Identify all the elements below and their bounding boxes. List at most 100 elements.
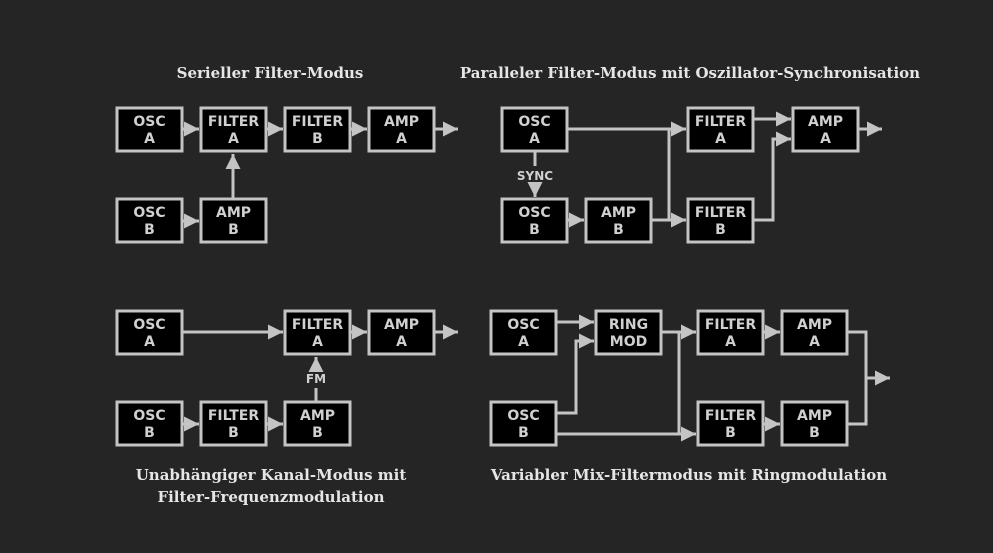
block-frame — [115, 106, 184, 153]
block-label: A — [518, 334, 529, 350]
block-frame — [780, 400, 849, 447]
block-frame — [686, 197, 755, 244]
block-frame — [283, 309, 352, 356]
block-label: FILTER — [695, 205, 746, 221]
block-frame — [500, 106, 569, 153]
block-frame — [115, 400, 184, 447]
block-label: A — [396, 131, 407, 147]
block-label: AMP — [384, 114, 419, 130]
block-label: OSC — [507, 317, 539, 333]
block-frame — [283, 106, 352, 153]
block-frame — [500, 197, 569, 244]
block-frame — [283, 400, 352, 447]
block-frame — [115, 197, 184, 244]
block-label: A — [228, 131, 239, 147]
block-label: A — [809, 334, 820, 350]
block-frame — [686, 106, 755, 153]
block-frame — [115, 309, 184, 356]
block-label: AMP — [384, 317, 419, 333]
block-frame — [780, 309, 849, 356]
block-label: B — [312, 131, 323, 147]
block-label: A — [715, 131, 726, 147]
block-label: B — [144, 425, 155, 441]
block-label: OSC — [133, 114, 165, 130]
block-label: A — [396, 334, 407, 350]
block-label: OSC — [133, 205, 165, 221]
block-frame — [696, 400, 765, 447]
block-label: A — [820, 131, 831, 147]
block-label: B — [809, 425, 820, 441]
block-label: AMP — [797, 317, 832, 333]
block-label: OSC — [507, 408, 539, 424]
block-label: FILTER — [208, 114, 259, 130]
title-parallel-mode: Paralleler Filter-Modus mit Oszillator-S… — [460, 64, 920, 82]
block-frame — [584, 197, 653, 244]
block-frame — [199, 400, 268, 447]
title-serial-mode: Serieller Filter-Modus — [177, 64, 364, 82]
connections — [182, 111, 890, 442]
block-label: B — [725, 425, 736, 441]
block-frame — [696, 309, 765, 356]
block-label: A — [725, 334, 736, 350]
block-label: FILTER — [705, 317, 756, 333]
block-label: FILTER — [292, 114, 343, 130]
block-frame — [489, 309, 558, 356]
sync-label: SYNC — [517, 169, 553, 183]
block-frame — [367, 106, 436, 153]
block-label: AMP — [300, 408, 335, 424]
title-ringmod-mode: Variabler Mix-Filtermodus mit Ringmodula… — [490, 466, 887, 484]
block-label: B — [228, 222, 239, 238]
block-label: B — [312, 425, 323, 441]
fm-label: FM — [306, 372, 326, 386]
block-label: MOD — [610, 334, 647, 350]
block-label: AMP — [808, 114, 843, 130]
block-label: RING — [609, 317, 648, 333]
block-label: B — [613, 222, 624, 238]
block-label: FILTER — [292, 317, 343, 333]
block-label: AMP — [797, 408, 832, 424]
block-frame — [367, 309, 436, 356]
block-label: FILTER — [695, 114, 746, 130]
block-label: OSC — [518, 114, 550, 130]
block-label: B — [715, 222, 726, 238]
block-label: FILTER — [208, 408, 259, 424]
block-label: B — [529, 222, 540, 238]
block-label: A — [144, 131, 155, 147]
block-frame — [594, 309, 663, 356]
block-label: B — [144, 222, 155, 238]
block-label: A — [312, 334, 323, 350]
block-frame — [199, 106, 268, 153]
block-label: FILTER — [705, 408, 756, 424]
block-label: AMP — [601, 205, 636, 221]
block-label: A — [529, 131, 540, 147]
block-label: OSC — [133, 408, 165, 424]
block-label: AMP — [216, 205, 251, 221]
block-frame — [791, 106, 860, 153]
title-independent-mode-line2: Filter-Frequenzmodulation — [157, 488, 384, 506]
title-independent-mode-line1: Unabhängiger Kanal-Modus mit — [136, 466, 407, 484]
block-frame — [199, 197, 268, 244]
